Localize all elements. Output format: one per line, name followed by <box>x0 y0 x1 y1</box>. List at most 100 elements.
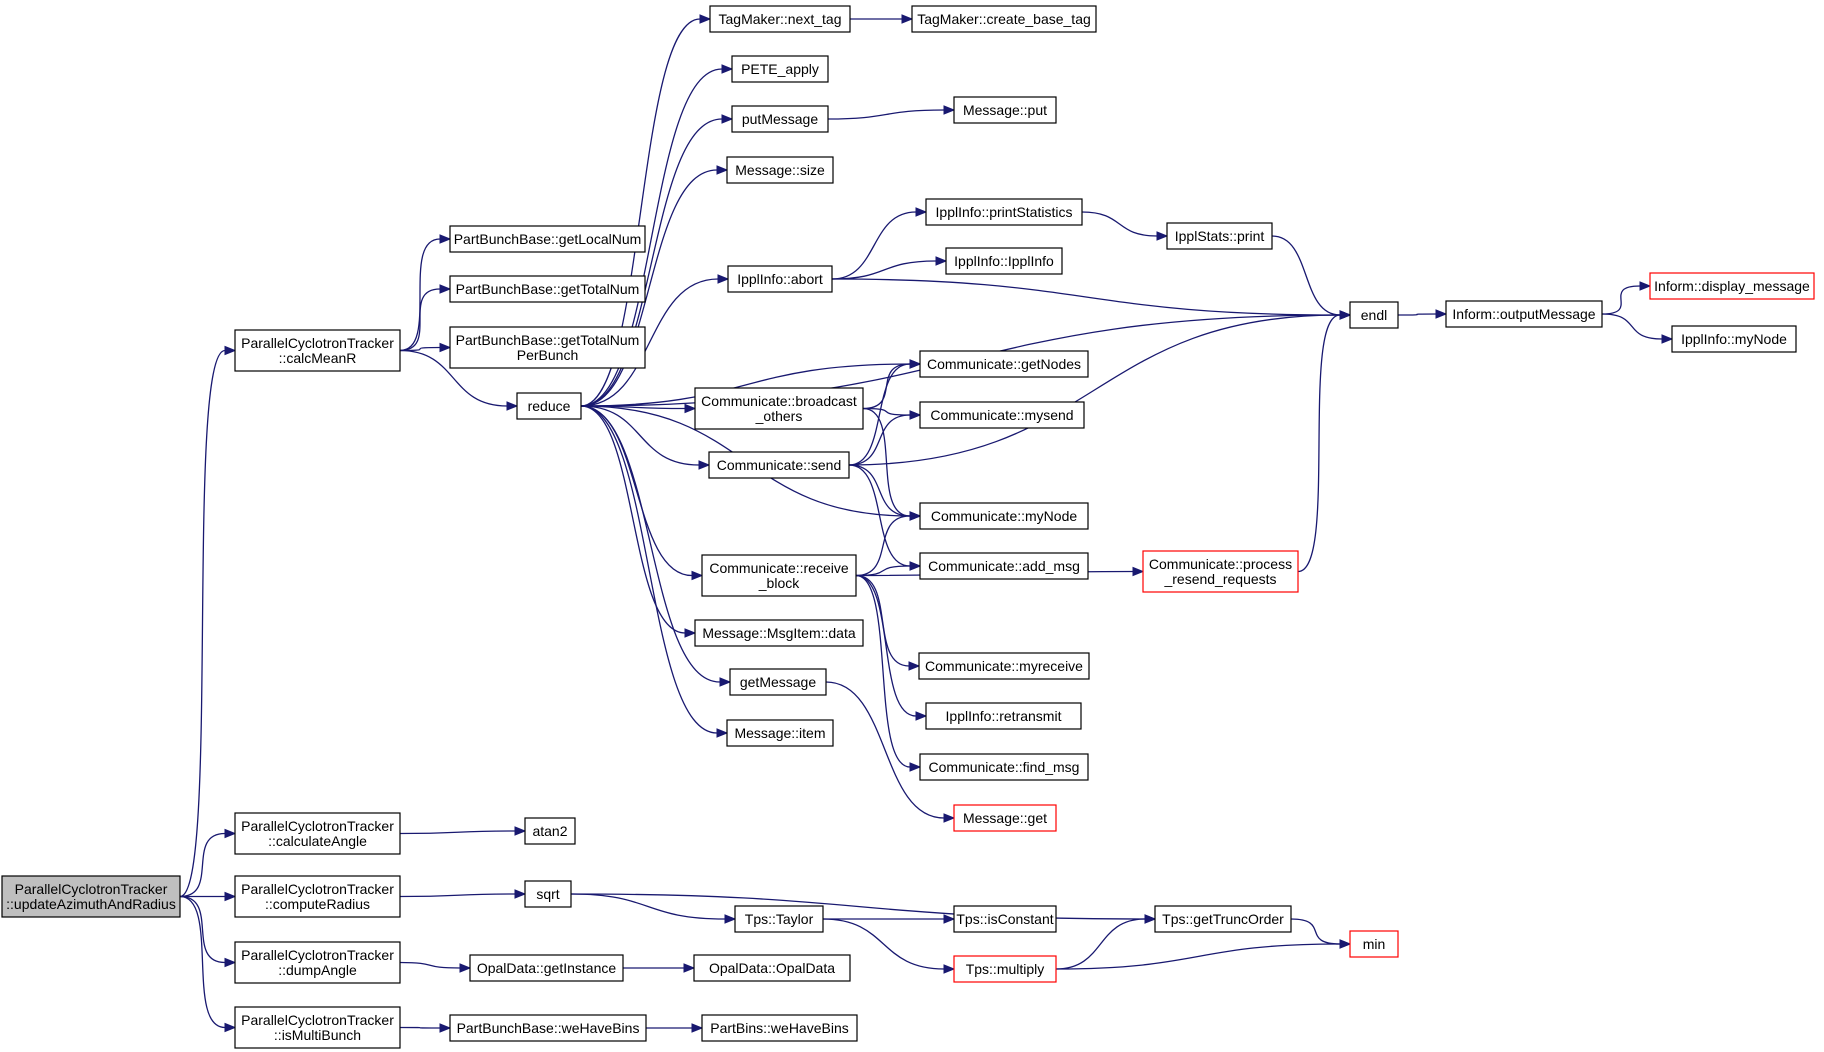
node-calcMeanR[interactable]: ParallelCyclotronTracker::calcMeanR <box>234 329 401 372</box>
node-label: IpplInfo::IpplInfo <box>954 253 1054 269</box>
node-box <box>1 875 181 918</box>
edge-sqrt-to-Taylor <box>570 893 737 924</box>
node-label: Communicate::myNode <box>931 508 1077 524</box>
node-box <box>234 941 401 984</box>
edge-arrowhead <box>1435 309 1448 319</box>
edge-arrowhead <box>915 207 928 217</box>
node-send[interactable]: Communicate::send <box>708 451 850 479</box>
node-putMessage[interactable]: putMessage <box>731 105 829 133</box>
node-box <box>911 5 1097 33</box>
edge-calcMeanR-to-reduce <box>399 349 519 411</box>
node-multiply[interactable]: Tps::multiply <box>953 955 1057 983</box>
node-msgput[interactable]: Message::put <box>953 96 1057 124</box>
node-label: Tps::isConstant <box>956 911 1053 927</box>
node-label: Tps::getTruncOrder <box>1162 911 1284 927</box>
node-receive_block[interactable]: Communicate::receive_block <box>701 554 857 597</box>
edge-arrowhead <box>506 401 519 411</box>
node-label: ::calculateAngle <box>268 833 367 849</box>
edge-process_resend-to-endl <box>1297 310 1352 573</box>
node-box <box>919 753 1089 781</box>
node-PETE_apply[interactable]: PETE_apply <box>731 55 829 83</box>
node-label: putMessage <box>742 111 818 127</box>
node-OpalDataCtor[interactable]: OpalData::OpalData <box>693 954 851 982</box>
node-isMultiBunch[interactable]: ParallelCyclotronTracker::isMultiBunch <box>234 1006 401 1049</box>
node-reduce[interactable]: reduce <box>516 392 582 420</box>
node-retransmit[interactable]: IpplInfo::retransmit <box>925 702 1082 730</box>
node-myreceive[interactable]: Communicate::myreceive <box>918 652 1090 680</box>
node-label: IpplInfo::retransmit <box>946 708 1062 724</box>
edge-line <box>855 574 917 717</box>
node-box <box>449 275 646 303</box>
node-Taylor[interactable]: Tps::Taylor <box>734 905 824 933</box>
node-PartBinsWeHave[interactable]: PartBins::weHaveBins <box>701 1014 858 1042</box>
node-calculateAngle[interactable]: ParallelCyclotronTracker::calculateAngle <box>234 812 401 855</box>
node-box <box>734 905 824 933</box>
node-computeRadius[interactable]: ParallelCyclotronTracker::computeRadius <box>234 875 401 918</box>
node-label: getMessage <box>740 674 816 690</box>
node-atan2[interactable]: atan2 <box>524 817 576 845</box>
edge-arrowhead <box>691 570 704 581</box>
node-isConstant[interactable]: Tps::isConstant <box>953 905 1057 933</box>
node-process_resend[interactable]: Communicate::process_resend_requests <box>1142 550 1299 593</box>
edge-receive_block-to-retransmit <box>855 574 928 721</box>
node-box <box>709 5 851 33</box>
node-weHaveBinsPBB[interactable]: PartBunchBase::weHaveBins <box>449 1014 647 1042</box>
node-getLocalNum[interactable]: PartBunchBase::getLocalNum <box>449 225 646 253</box>
node-root[interactable]: ParallelCyclotronTracker::updateAzimuthA… <box>1 875 181 918</box>
node-myNodeIppl[interactable]: IpplInfo::myNode <box>1671 325 1797 353</box>
node-getTruncOrder[interactable]: Tps::getTruncOrder <box>1154 905 1292 933</box>
node-broadcast_others[interactable]: Communicate::broadcast_others <box>694 387 864 430</box>
node-msgsize[interactable]: Message::size <box>726 156 834 184</box>
edge-line <box>399 349 508 407</box>
edge-arrowhead <box>439 234 452 244</box>
edge-line <box>1297 314 1341 573</box>
node-msgget[interactable]: Message::get <box>953 804 1057 832</box>
node-box <box>693 954 851 982</box>
node-add_msg[interactable]: Communicate::add_msg <box>919 552 1089 580</box>
edge-arrowhead <box>224 957 237 968</box>
node-create_base_tag[interactable]: TagMaker::create_base_tag <box>911 5 1097 33</box>
node-getInstance[interactable]: OpalData::getInstance <box>469 954 624 982</box>
node-MsgItemData[interactable]: Message::MsgItem::data <box>694 619 864 647</box>
edge-getTruncOrder-to-min <box>1290 918 1352 949</box>
edge-receive_block-to-find_msg <box>855 574 922 772</box>
node-endl[interactable]: endl <box>1349 301 1399 329</box>
node-next_tag[interactable]: TagMaker::next_tag <box>709 5 851 33</box>
edge-arrowhead <box>909 359 922 369</box>
node-box <box>234 875 401 918</box>
node-label: _others <box>755 408 803 424</box>
node-abort[interactable]: IpplInfo::abort <box>727 265 833 293</box>
edge-dumpAngle-to-getInstance <box>399 961 472 973</box>
node-IpplInfoCtor[interactable]: IpplInfo::IpplInfo <box>945 247 1063 275</box>
node-label: Message::item <box>734 725 825 741</box>
edge-weHaveBinsPBB-to-PartBinsWeHave <box>645 1023 704 1033</box>
node-sqrt[interactable]: sqrt <box>524 880 572 908</box>
edge-line <box>399 238 441 352</box>
edge-line <box>827 109 945 120</box>
node-getMessage[interactable]: getMessage <box>729 668 827 696</box>
node-getNodes[interactable]: Communicate::getNodes <box>919 350 1089 378</box>
node-outputMessage[interactable]: Inform::outputMessage <box>1445 300 1603 328</box>
node-getTotalNum[interactable]: PartBunchBase::getTotalNum <box>449 275 646 303</box>
edge-line <box>1601 313 1663 340</box>
edge-arrowhead <box>698 460 711 470</box>
edge-reduce-to-getMessage <box>580 405 732 687</box>
node-display_message[interactable]: Inform::display_message <box>1649 272 1815 300</box>
node-IpplStatsPrint[interactable]: IpplStats::print <box>1166 222 1273 250</box>
node-label: ParallelCyclotronTracker <box>241 881 394 897</box>
node-min[interactable]: min <box>1349 930 1399 958</box>
edge-arrowhead <box>459 963 472 973</box>
node-label: Communicate::getNodes <box>927 356 1081 372</box>
node-dumpAngle[interactable]: ParallelCyclotronTracker::dumpAngle <box>234 941 401 984</box>
call-graph-edges <box>179 14 1674 1033</box>
node-printStatistics[interactable]: IpplInfo::printStatistics <box>925 198 1083 226</box>
node-mysend[interactable]: Communicate::mysend <box>919 401 1085 429</box>
node-find_msg[interactable]: Communicate::find_msg <box>919 753 1089 781</box>
edge-arrowhead <box>721 114 734 124</box>
node-msgitem[interactable]: Message::item <box>726 719 834 747</box>
edge-Taylor-to-multiply <box>822 918 956 974</box>
node-label: OpalData::OpalData <box>709 960 835 976</box>
node-label: Communicate::broadcast <box>701 393 857 409</box>
node-myNodeComm[interactable]: Communicate::myNode <box>919 502 1089 530</box>
